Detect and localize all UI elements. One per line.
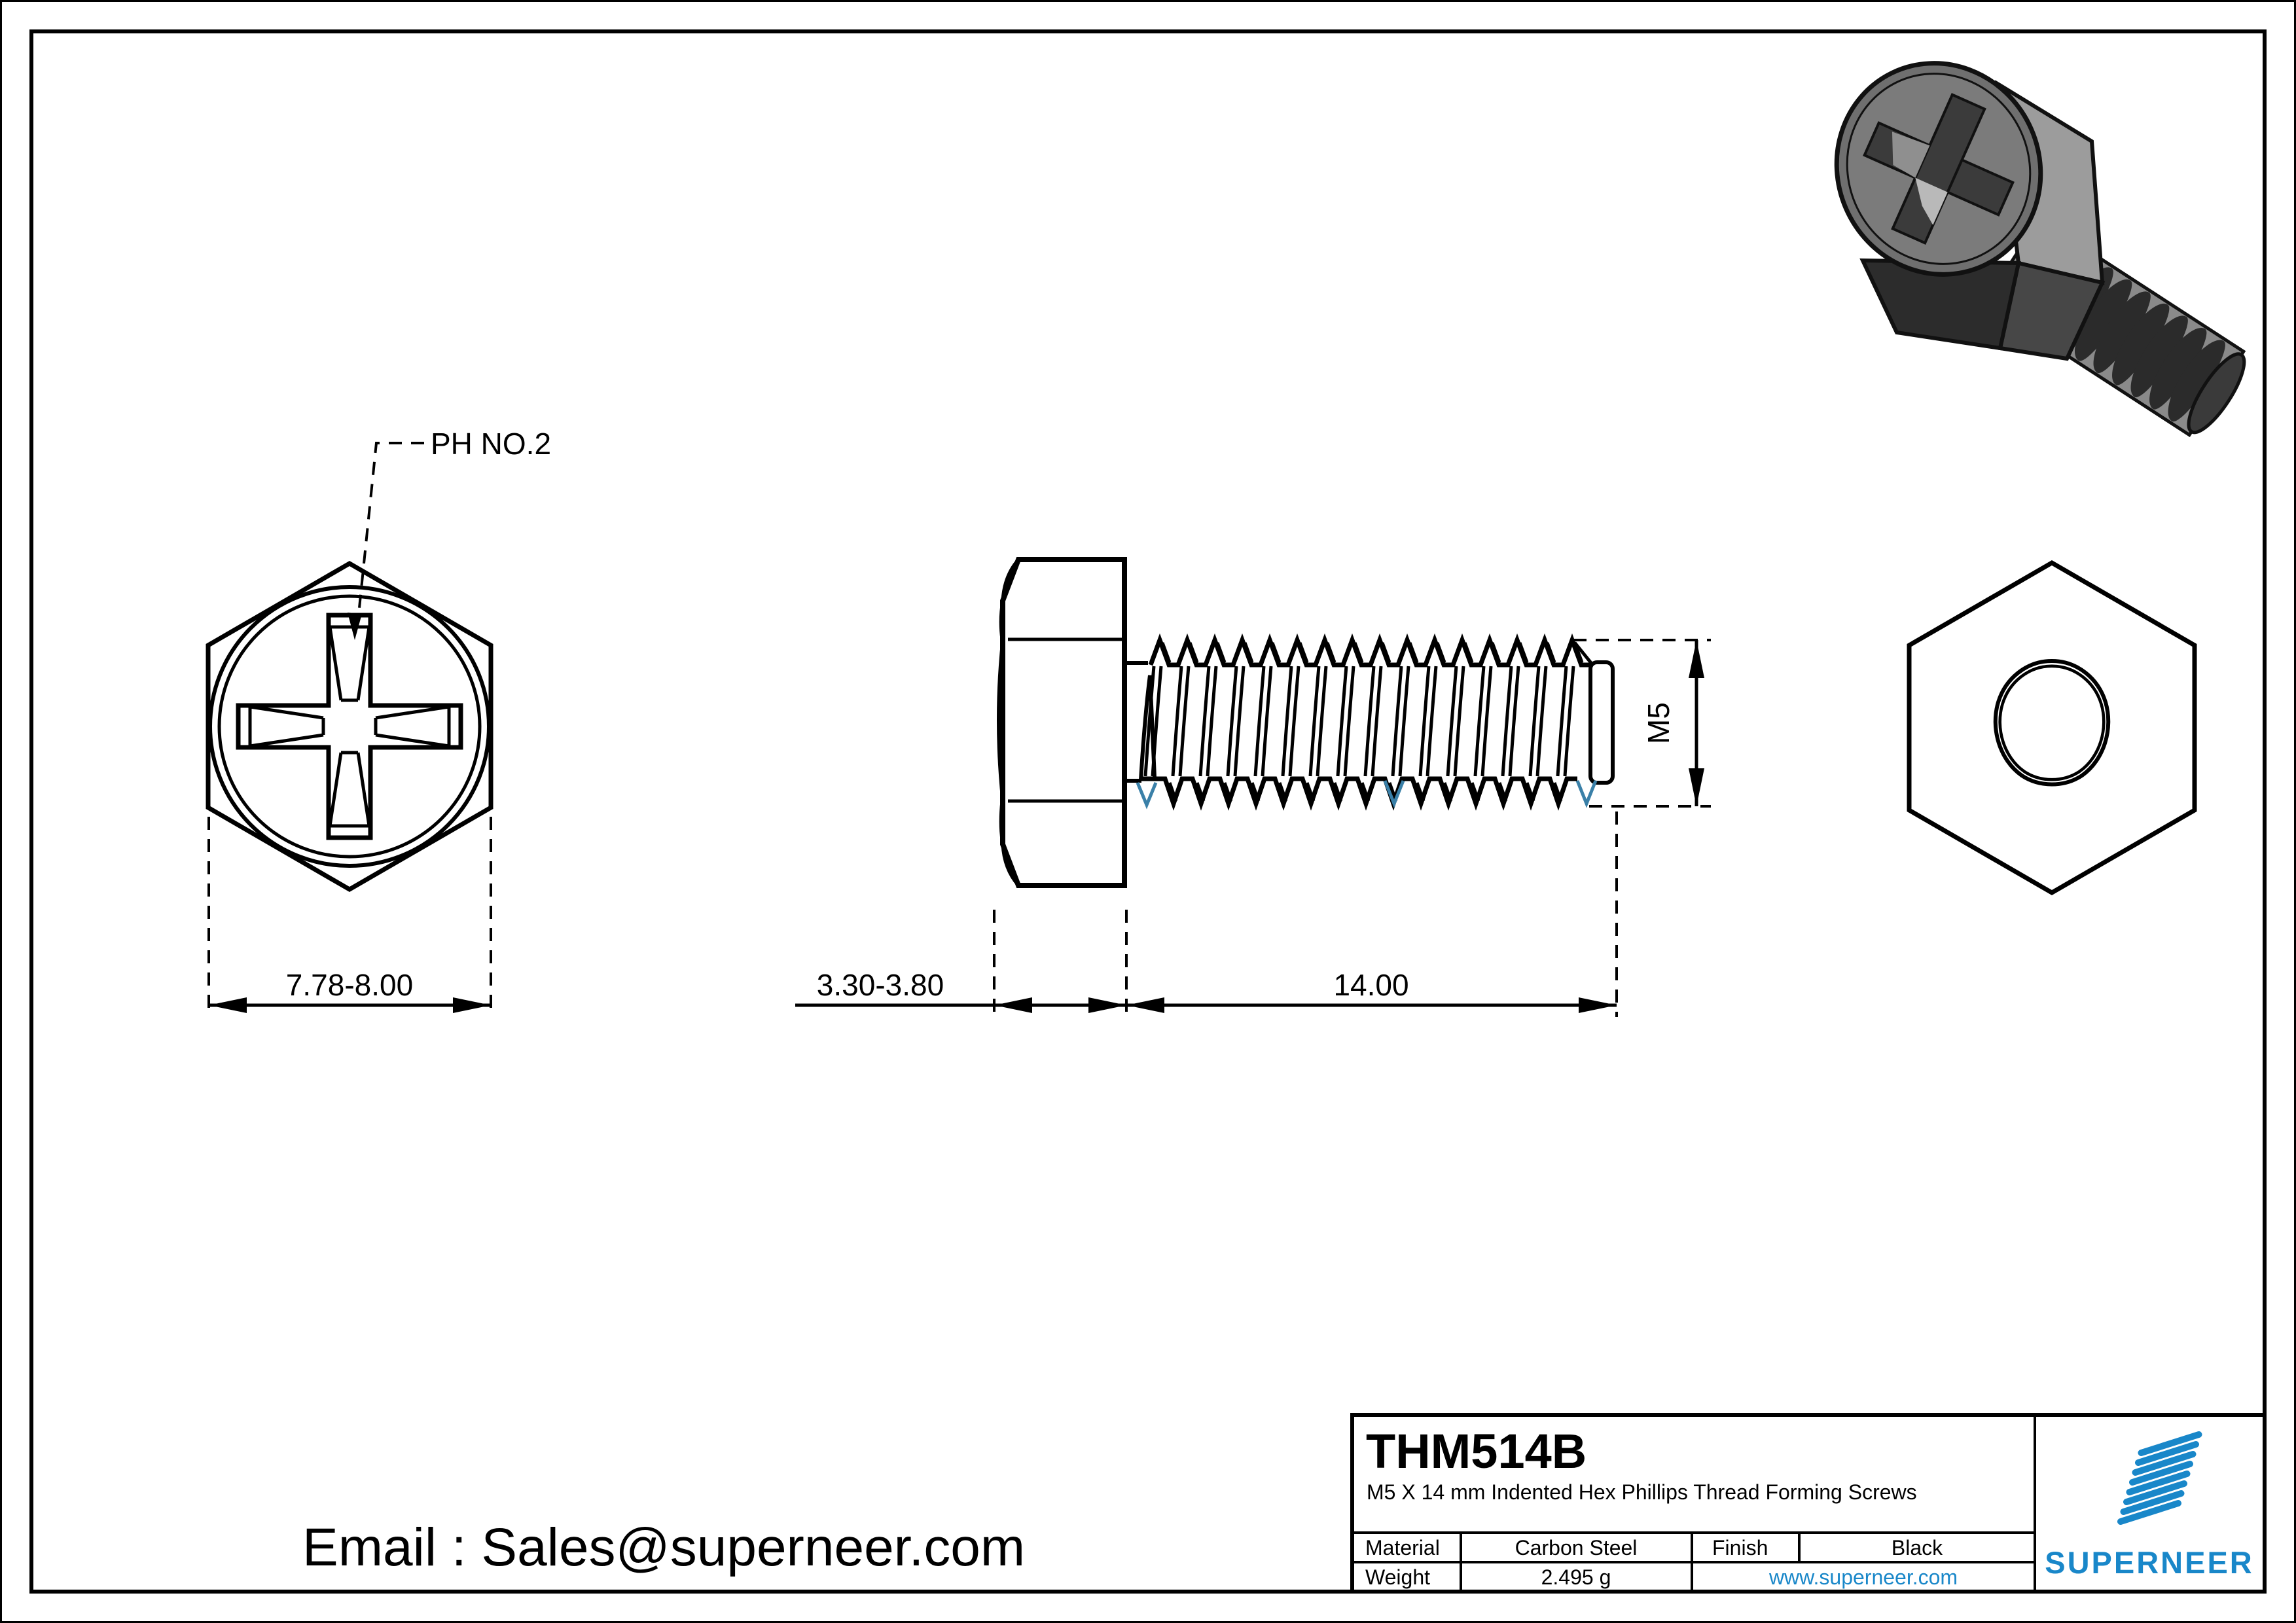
render-thread-ridge — [2130, 315, 2188, 398]
phillips-cross-outline — [236, 613, 463, 840]
side-dimensions: 3.30-3.80 14.00 M5 — [795, 639, 1711, 1017]
render-thread-ridge — [2149, 327, 2207, 410]
front-extension-lines — [207, 817, 492, 1017]
finish-value: Black — [1892, 1536, 1943, 1560]
trilobular-inner — [1998, 664, 2106, 781]
front-hexagon-outline — [206, 560, 493, 893]
trilobular-outer — [1993, 658, 2111, 787]
website-link[interactable]: www.superneer.com — [1768, 1565, 1958, 1589]
side-extension-lines — [993, 812, 1618, 1017]
brand-name: SUPERNEER — [2045, 1545, 2254, 1580]
front-head-circle-outer — [208, 585, 491, 868]
page-inner-border — [29, 29, 2267, 1594]
thread-length-dim-text: 14.00 — [1333, 968, 1408, 1002]
dim-arrow-right — [453, 997, 491, 1013]
thread-bottom-profile — [1141, 776, 1577, 811]
front-width-dim-text: 7.78-8.00 — [286, 968, 413, 1002]
render-phillips-recess — [1863, 93, 2015, 245]
callout-leader-line — [357, 442, 424, 621]
render-shank-tip — [2187, 352, 2246, 435]
part-description: M5 X 14 mm Indented Hex Phillips Thread … — [1367, 1480, 1917, 1504]
head-height-dim-text: 3.30-3.80 — [817, 968, 944, 1002]
front-width-dimension: 7.78-8.00 — [207, 817, 492, 1017]
thread-end-face — [1588, 660, 1615, 785]
phillips-cross-wings — [248, 625, 451, 828]
thread-root-accents — [1136, 780, 1598, 810]
title-block: THM514B M5 X 14 mm Indented Hex Phillips… — [1350, 1413, 2267, 1594]
side-shank-neck — [1124, 661, 1148, 783]
callout-label: PH NO.2 — [431, 427, 551, 461]
callout-ph-no2: PH NO.2 — [348, 427, 551, 640]
front-head-circle-inner — [217, 594, 482, 859]
render-thread-ridge — [2075, 279, 2132, 361]
part-number: THM514B — [1366, 1424, 1587, 1478]
material-value: Carbon Steel — [1515, 1536, 1638, 1560]
thread-flank-lines — [1143, 642, 1584, 802]
back-view — [1907, 560, 2197, 896]
render-thread-ridge — [2112, 303, 2170, 385]
thread-runout — [1139, 675, 1157, 781]
back-hexagon-outline — [1907, 560, 2197, 896]
dim-arrow — [1689, 640, 1704, 678]
side-view — [997, 557, 1615, 888]
finish-label: Finish — [1712, 1536, 1768, 1560]
render-phillips-highlight — [1915, 177, 1948, 225]
dim-arrow — [1579, 997, 1617, 1013]
front-view — [206, 560, 493, 893]
diameter-extension-lines — [1573, 639, 1711, 808]
dim-arrow — [1689, 768, 1704, 806]
dim-arrow-left — [209, 997, 247, 1013]
render-phillips-wall — [1892, 132, 1930, 178]
thread-end-edge — [1573, 641, 1592, 664]
dim-arrow — [1126, 997, 1164, 1013]
weight-label: Weight — [1365, 1565, 1430, 1589]
render-thread-ridge — [2168, 340, 2225, 422]
callout-arrowhead — [348, 613, 362, 640]
side-head-outline — [1000, 557, 1127, 888]
contact-email: Email : Sales@superneer.com — [302, 1518, 1025, 1577]
dim-arrow — [1088, 997, 1126, 1013]
material-label: Material — [1365, 1536, 1440, 1560]
diameter-dim-text: M5 — [1641, 702, 1676, 744]
render-thread-ridge — [2093, 291, 2151, 374]
title-block-grid — [1352, 1415, 2036, 1592]
superneer-logo-icon — [2117, 1431, 2202, 1525]
dim-arrow — [994, 997, 1032, 1013]
render-3d-screw — [1834, 61, 2246, 438]
weight-value: 2.495 g — [1541, 1565, 1611, 1589]
side-head-facets — [997, 558, 1124, 887]
